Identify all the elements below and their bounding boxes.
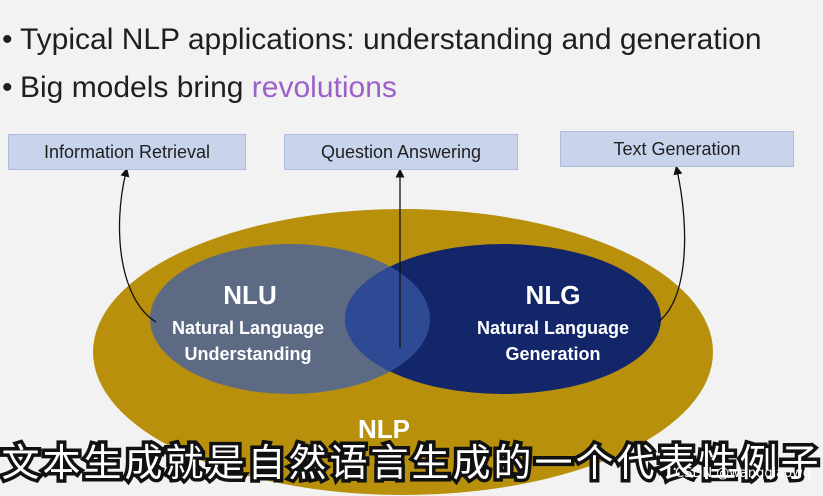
nlu-title: NLU: [223, 280, 276, 310]
bullet-text: Big models bring: [20, 71, 252, 104]
nlg-title: NLG: [526, 280, 581, 310]
information-retrieval-label: Information Retrieval: [43, 142, 211, 162]
bullet-text: Typical NLP applications: understanding …: [20, 23, 762, 56]
arrow-to-text-generation: [657, 165, 686, 323]
nlg-line2: Generation: [505, 344, 600, 364]
bullet-dot-icon: •: [2, 23, 13, 56]
information-retrieval-box: Information Retrieval: [8, 134, 246, 170]
bullet-accent-text: revolutions: [251, 71, 397, 104]
bullet-item-revolutions: •Big models bring revolutions: [0, 70, 397, 106]
text-generation-label: Text Generation: [613, 139, 741, 159]
nlg-line1: Natural Language: [477, 318, 629, 338]
nlu-line2: Understanding: [184, 344, 311, 364]
text-generation-box: Text Generation: [560, 131, 794, 167]
nlp-title: NLP: [358, 414, 410, 444]
nlg-ellipse: [345, 244, 661, 394]
bullet-dot-icon: •: [2, 71, 13, 104]
video-subtitle: 文本生成就是自然语言生成的一个代表性例子: [0, 438, 822, 489]
bullet-item-applications: •Typical NLP applications: understanding…: [0, 22, 762, 58]
question-answering-box: Question Answering: [284, 134, 518, 170]
nlu-ellipse: [150, 244, 430, 394]
question-answering-label: Question Answering: [320, 142, 482, 162]
csdn-watermark: CSDN @wangqiaowq: [675, 466, 811, 481]
nlu-line1: Natural Language: [172, 318, 324, 338]
arrow-to-information-retrieval: [118, 167, 157, 323]
